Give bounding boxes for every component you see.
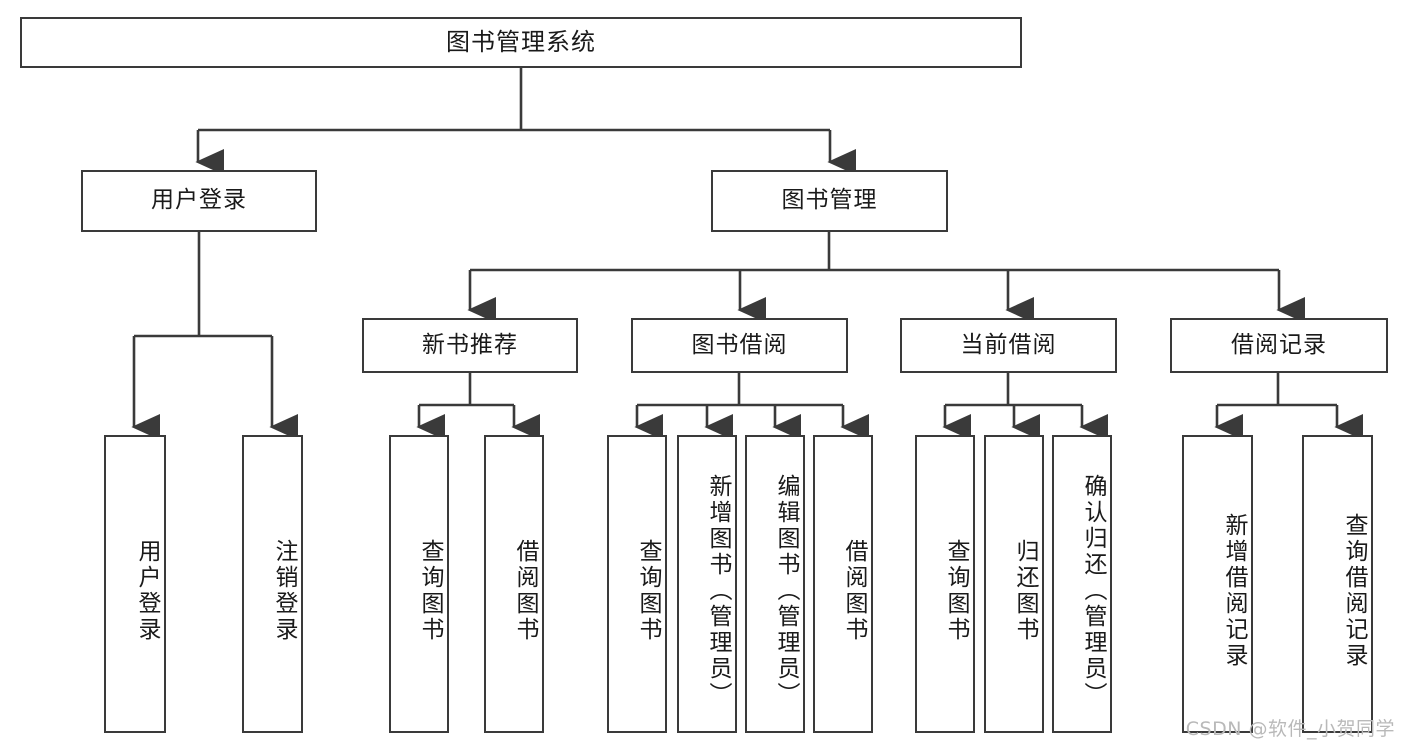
node-leaf-query-book-3[interactable]: 查询图书 <box>915 435 975 733</box>
node-leaf-query-book-1[interactable]: 查询图书 <box>389 435 449 733</box>
node-leaf-add-book-label: 新增图书（管理员） <box>705 474 731 708</box>
node-book-manage[interactable]: 图书管理 <box>711 170 948 232</box>
node-leaf-add-book[interactable]: 新增图书（管理员） <box>677 435 737 733</box>
node-borrow-record[interactable]: 借阅记录 <box>1170 318 1388 373</box>
node-leaf-logout[interactable]: 注销登录 <box>242 435 303 733</box>
node-leaf-edit-book-label: 编辑图书（管理员） <box>773 474 799 708</box>
node-leaf-borrow-book-2[interactable]: 借阅图书 <box>813 435 873 733</box>
csdn-watermark: CSDN @软件_小贺同学 <box>1185 718 1395 740</box>
node-root[interactable]: 图书管理系统 <box>20 17 1022 68</box>
node-borrow-record-label: 借阅记录 <box>1231 331 1327 358</box>
node-leaf-query-record[interactable]: 查询借阅记录 <box>1302 435 1373 733</box>
node-leaf-add-record-label: 新增借阅记录 <box>1221 513 1247 669</box>
node-root-label: 图书管理系统 <box>446 28 596 57</box>
node-book-borrow-label: 图书借阅 <box>691 331 788 358</box>
node-leaf-query-book-3-label: 查询图书 <box>943 539 969 643</box>
node-leaf-query-book-2[interactable]: 查询图书 <box>607 435 667 733</box>
node-leaf-borrow-book-2-label: 借阅图书 <box>841 539 867 643</box>
node-leaf-query-book-2-label: 查询图书 <box>635 539 661 643</box>
node-leaf-return-book[interactable]: 归还图书 <box>984 435 1044 733</box>
node-new-book-recommend-label: 新书推荐 <box>422 331 518 358</box>
node-leaf-edit-book[interactable]: 编辑图书（管理员） <box>745 435 805 733</box>
node-leaf-confirm-return[interactable]: 确认归还（管理员） <box>1052 435 1112 733</box>
node-leaf-user-login-label: 用户登录 <box>134 539 160 643</box>
node-leaf-borrow-book-1-label: 借阅图书 <box>512 539 538 643</box>
node-leaf-add-record[interactable]: 新增借阅记录 <box>1182 435 1253 733</box>
node-new-book-recommend[interactable]: 新书推荐 <box>362 318 578 373</box>
node-current-borrow-label: 当前借阅 <box>960 331 1057 358</box>
node-leaf-query-book-1-label: 查询图书 <box>417 539 443 643</box>
node-leaf-query-record-label: 查询借阅记录 <box>1341 513 1367 669</box>
node-leaf-logout-label: 注销登录 <box>271 539 297 643</box>
node-leaf-return-book-label: 归还图书 <box>1012 539 1038 643</box>
node-current-borrow[interactable]: 当前借阅 <box>900 318 1117 373</box>
node-leaf-confirm-return-label: 确认归还（管理员） <box>1080 474 1106 708</box>
node-book-manage-label: 图书管理 <box>781 187 878 214</box>
node-book-borrow[interactable]: 图书借阅 <box>631 318 848 373</box>
node-user-login-label: 用户登录 <box>151 187 247 214</box>
node-user-login[interactable]: 用户登录 <box>81 170 317 232</box>
node-leaf-user-login[interactable]: 用户登录 <box>104 435 166 733</box>
node-leaf-borrow-book-1[interactable]: 借阅图书 <box>484 435 544 733</box>
